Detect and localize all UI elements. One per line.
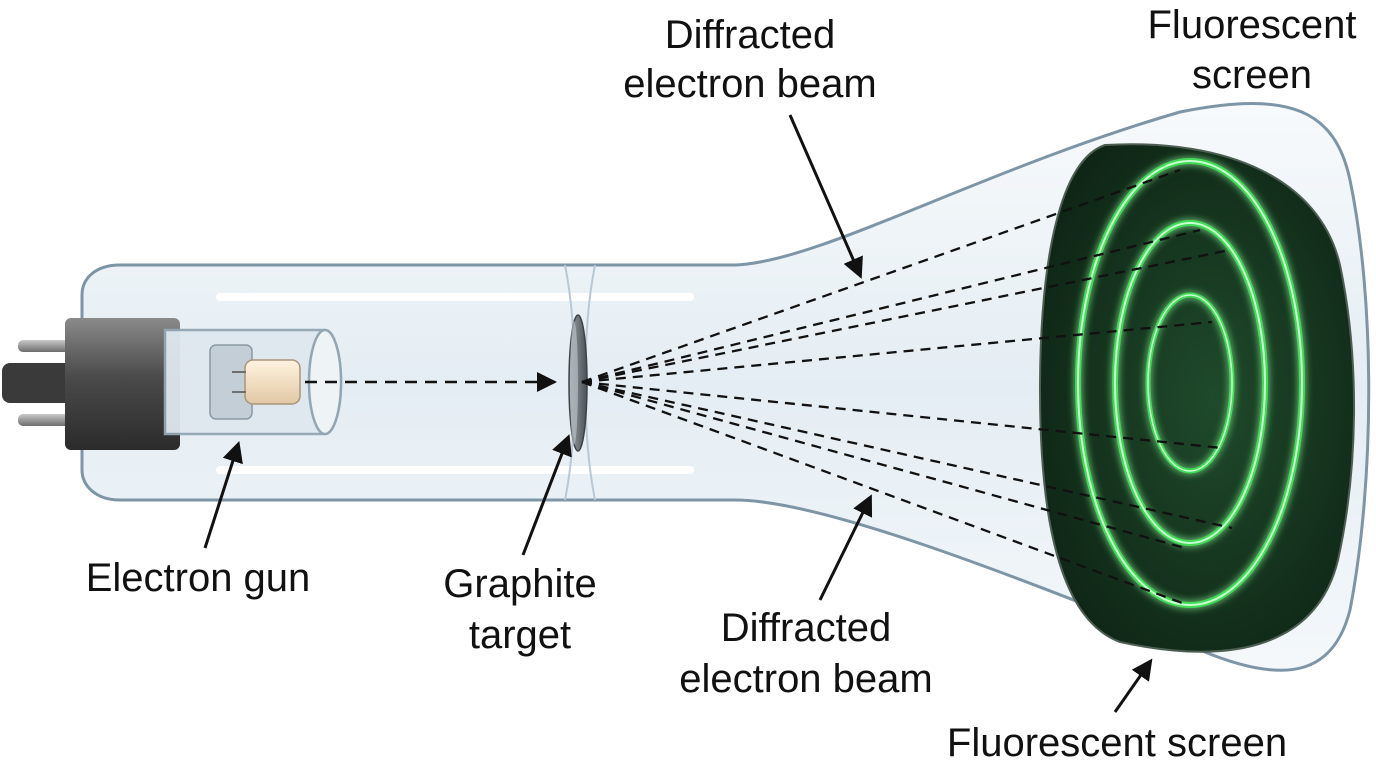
- arrow-graphite-target: [521, 434, 572, 556]
- diffracted-ray-1: [581, 168, 1181, 384]
- diffracted-ray-5: [581, 380, 1223, 450]
- graphite-disc-face: [570, 321, 578, 445]
- label-diffracted-bottom-line1: Diffracted: [721, 606, 891, 650]
- arrow-diffracted-top: [788, 114, 863, 279]
- diffracted-ray-7: [581, 380, 1186, 550]
- arrow-diffracted-bottom: [818, 494, 873, 601]
- ring-inner-core: [1147, 294, 1233, 472]
- diffracted-ray-6: [581, 380, 1233, 530]
- gun-pin-top: [18, 340, 76, 352]
- label-graphite-target-line2: target: [469, 613, 571, 657]
- gun-cathode: [244, 359, 301, 405]
- glass-envelope: [80, 102, 1371, 672]
- labels: Electron gun Graphite target Diffracted …: [86, 3, 1357, 765]
- diffracted-ray-2: [581, 228, 1201, 384]
- label-fluorescent-bottom: Fluorescent screen: [947, 721, 1287, 765]
- electron-gun-icon: [2, 318, 343, 450]
- diffracted-beams: [581, 168, 1233, 606]
- diffracted-ray-4: [581, 320, 1213, 384]
- ring-outer-core: [1077, 160, 1303, 606]
- label-diffracted-top-line1: Diffracted: [665, 13, 835, 57]
- diffracted-ray-8: [581, 380, 1186, 606]
- label-diffracted-top-line2: electron beam: [623, 62, 876, 106]
- fluorescent-screen-icon: [1038, 143, 1355, 653]
- gun-socket: [65, 318, 180, 450]
- pointer-arrows: [203, 114, 1153, 713]
- label-graphite-target-line1: Graphite: [443, 562, 596, 606]
- ring-middle-core: [1114, 222, 1266, 544]
- arrow-fluorescent-bottom: [1113, 658, 1153, 713]
- screen-surface: [1038, 143, 1355, 653]
- label-diffracted-bottom-line2: electron beam: [679, 657, 932, 701]
- label-fluorescent-top-line1: Fluorescent: [1148, 3, 1357, 47]
- diffracted-ray-3: [581, 248, 1231, 384]
- label-electron-gun: Electron gun: [86, 556, 311, 600]
- gun-pin-bottom: [18, 414, 76, 426]
- arrow-electron-gun: [203, 441, 243, 549]
- gun-pin-center: [2, 363, 76, 403]
- glass-tube: [80, 102, 1371, 672]
- diffraction-rings: [1075, 158, 1305, 608]
- label-fluorescent-top-line2: screen: [1192, 53, 1312, 97]
